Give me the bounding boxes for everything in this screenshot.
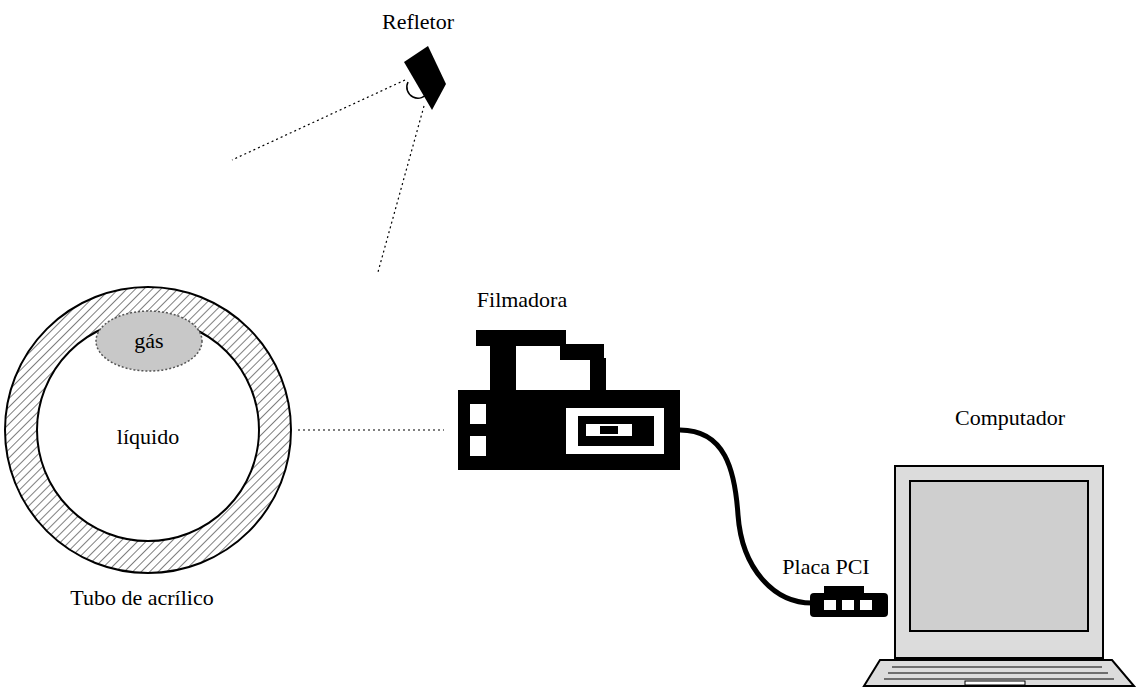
light-ray [232,80,405,160]
part-label: Filmadora [477,288,567,312]
node-text: líquido [117,425,179,449]
camera-icon [458,330,680,470]
part-label: Refletor [382,10,454,34]
part-label: Placa PCI [782,555,869,579]
acrylic-tube: líquidoTubo de acrílicogás [3,285,293,575]
reflector-lamp [404,46,446,110]
part-label: Computador [955,406,1065,430]
laptop-icon [864,466,1134,686]
light-ray [378,106,424,272]
node-text: Tubo de acrílico [70,586,213,610]
pci-card-icon [810,586,888,617]
gas-region: gás [95,310,203,372]
node-text: gás [134,329,163,353]
view-line [298,429,444,430]
